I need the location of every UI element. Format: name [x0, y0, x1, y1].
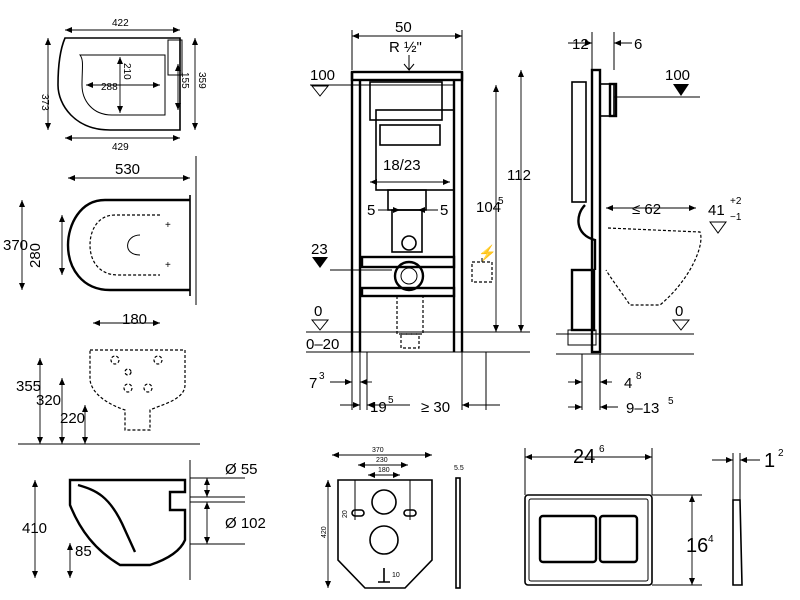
bowl-back-outline: [89, 349, 186, 431]
seat-inner-length: 210: [121, 63, 132, 80]
svg-text:8: 8: [636, 371, 642, 382]
side-bowl-outline: [605, 227, 702, 306]
frame-front-view: 50 R ½" 100 18/23 5 5 23 ⚡: [306, 19, 531, 416]
section-height: 410: [22, 520, 47, 537]
svg-text:4: 4: [708, 534, 714, 545]
front-height-total: 112: [507, 167, 531, 184]
svg-text:⚡: ⚡: [478, 244, 497, 262]
plate-outline: [524, 494, 653, 586]
front-bottom-mid: 19: [370, 399, 387, 416]
bowl-back-view: 180 355 320 220: [16, 311, 200, 445]
mat-width: 370: [372, 447, 384, 454]
section-diameter-small: Ø 55: [225, 461, 258, 478]
side-level-top: 100: [665, 67, 690, 84]
bowl-section-view: 410 85 Ø 55 Ø 102: [22, 460, 266, 580]
plate-depth: 1: [764, 450, 775, 472]
seat-outline: [57, 37, 181, 131]
front-level-top: 100: [310, 67, 335, 84]
plate-height: 16: [686, 535, 708, 557]
svg-text:6: 6: [599, 444, 605, 455]
svg-text:+: +: [165, 260, 171, 271]
back-height-1: 355: [16, 378, 41, 395]
section-offset: 85: [75, 543, 92, 560]
side-bottom-left: 4: [624, 375, 632, 392]
bowl-top-view: + + 530 370 280: [3, 156, 197, 305]
mat-holes: 180: [378, 467, 390, 474]
frame-width: 50: [395, 19, 412, 36]
frame-thread: R ½": [389, 39, 422, 56]
mat-bottom: 10: [392, 572, 400, 579]
front-floor-range: 0–20: [306, 336, 339, 353]
svg-text:−1: −1: [730, 212, 742, 223]
side-top-left: 12: [572, 36, 589, 53]
mat-side: 20: [342, 510, 349, 518]
seat-inner-right: 155: [179, 72, 190, 89]
bowl-section-outline: [68, 478, 187, 567]
front-level-23: 23: [311, 241, 328, 258]
frame-body: [350, 70, 464, 82]
bowl-drain: [127, 234, 141, 256]
bowl-inner-length: 280: [27, 243, 44, 268]
side-top-right: 6: [634, 36, 642, 53]
back-height-3: 220: [60, 410, 85, 427]
mat-inner: 230: [376, 457, 388, 464]
svg-text:2: 2: [778, 448, 784, 459]
side-level-0: 0: [675, 303, 683, 320]
side-level-41: 41: [708, 202, 725, 219]
seat-plan-view: 422 429 373 359 288 210 155: [39, 18, 207, 153]
front-height-base: 104: [476, 199, 501, 216]
front-gap-right: 5: [440, 202, 448, 219]
plate-width: 24: [573, 446, 595, 468]
section-diameter-large: Ø 102: [225, 515, 266, 532]
svg-text:+: +: [165, 220, 171, 231]
flush-button-small[interactable]: [538, 514, 598, 564]
back-hole-spacing: 180: [122, 311, 147, 328]
mat-height: 420: [321, 526, 328, 538]
svg-text:5: 5: [388, 395, 394, 406]
bowl-length: 370: [3, 237, 28, 254]
svg-text:+2: +2: [730, 196, 742, 207]
frame-side-view: 12 6 100 ≤ 62 41 +2 −1 0 4 8 9–13 5: [556, 32, 742, 417]
svg-text:5: 5: [498, 196, 504, 207]
side-bottom-right: 9–13: [626, 400, 659, 417]
seat-bottom-width: 429: [112, 142, 129, 153]
bowl-outline: [66, 198, 190, 292]
mat-thickness: 5.5: [454, 465, 464, 472]
plate-side-profile: [732, 499, 743, 586]
front-spacing: 18/23: [383, 157, 421, 174]
seat-outer-width: 422: [112, 18, 129, 29]
front-bottom-left: 7: [309, 375, 317, 392]
flush-button-large[interactable]: [598, 514, 639, 564]
seat-inner-width: 288: [101, 82, 118, 93]
side-frame-body: [590, 68, 602, 354]
seat-length: 373: [39, 94, 50, 111]
bowl-inner: [89, 214, 160, 276]
bowl-width: 530: [115, 161, 140, 178]
svg-text:3: 3: [319, 371, 325, 382]
front-gap-left: 5: [367, 202, 375, 219]
seat-right-length: 359: [196, 72, 207, 89]
svg-text:5: 5: [668, 396, 674, 407]
mat-outline: [337, 479, 433, 589]
sound-mat-view: 370 230 180 420 20 10 5.5: [321, 447, 464, 589]
front-bottom-right: ≥ 30: [421, 399, 450, 416]
flush-plate-view: 24 6 16 4 1 2: [524, 444, 784, 586]
seat-opening: [78, 54, 166, 116]
back-height-2: 320: [36, 392, 61, 409]
side-projection: ≤ 62: [632, 201, 661, 218]
front-level-0: 0: [314, 303, 322, 320]
